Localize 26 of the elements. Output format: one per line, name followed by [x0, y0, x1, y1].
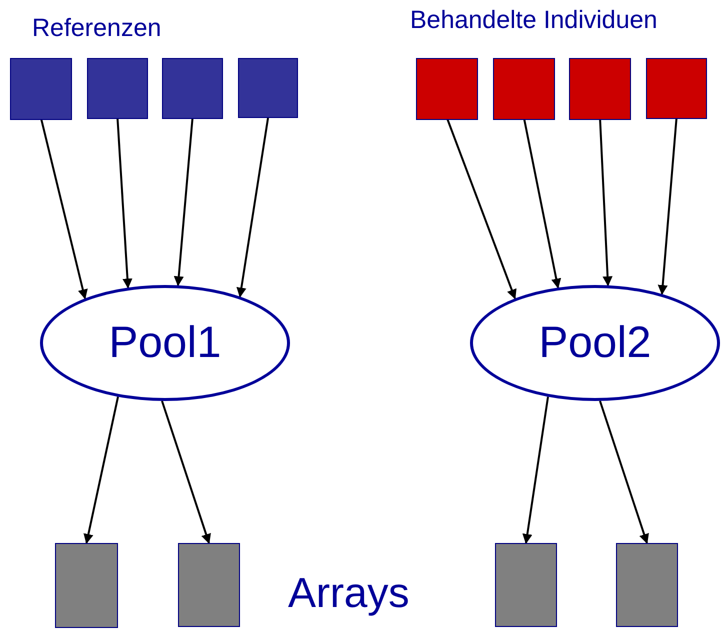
arrow [161, 400, 211, 544]
sample-square [493, 58, 555, 120]
arrow [599, 118, 613, 286]
array-rectangle [55, 543, 118, 628]
array-rectangle [495, 543, 557, 627]
arrow [40, 118, 88, 300]
sample-square [162, 58, 223, 119]
sample-square [416, 58, 478, 120]
array-rectangle [616, 543, 678, 627]
sample-square [569, 58, 631, 120]
arrow [236, 118, 269, 298]
arrow [84, 396, 119, 544]
arrow [446, 118, 516, 300]
pool-label: Pool1 [108, 321, 222, 365]
pool-label: Pool2 [538, 321, 652, 365]
group-label: Arrays [288, 572, 410, 614]
array-rectangle [178, 543, 240, 627]
arrow [599, 400, 649, 544]
sample-square [646, 58, 707, 119]
sample-square [238, 58, 298, 118]
group-label: Behandelte Individuen [410, 8, 658, 33]
arrow [658, 118, 678, 296]
sample-square [87, 58, 148, 119]
group-label: Referenzen [32, 16, 162, 41]
sample-square [10, 58, 72, 120]
arrow [174, 118, 194, 286]
